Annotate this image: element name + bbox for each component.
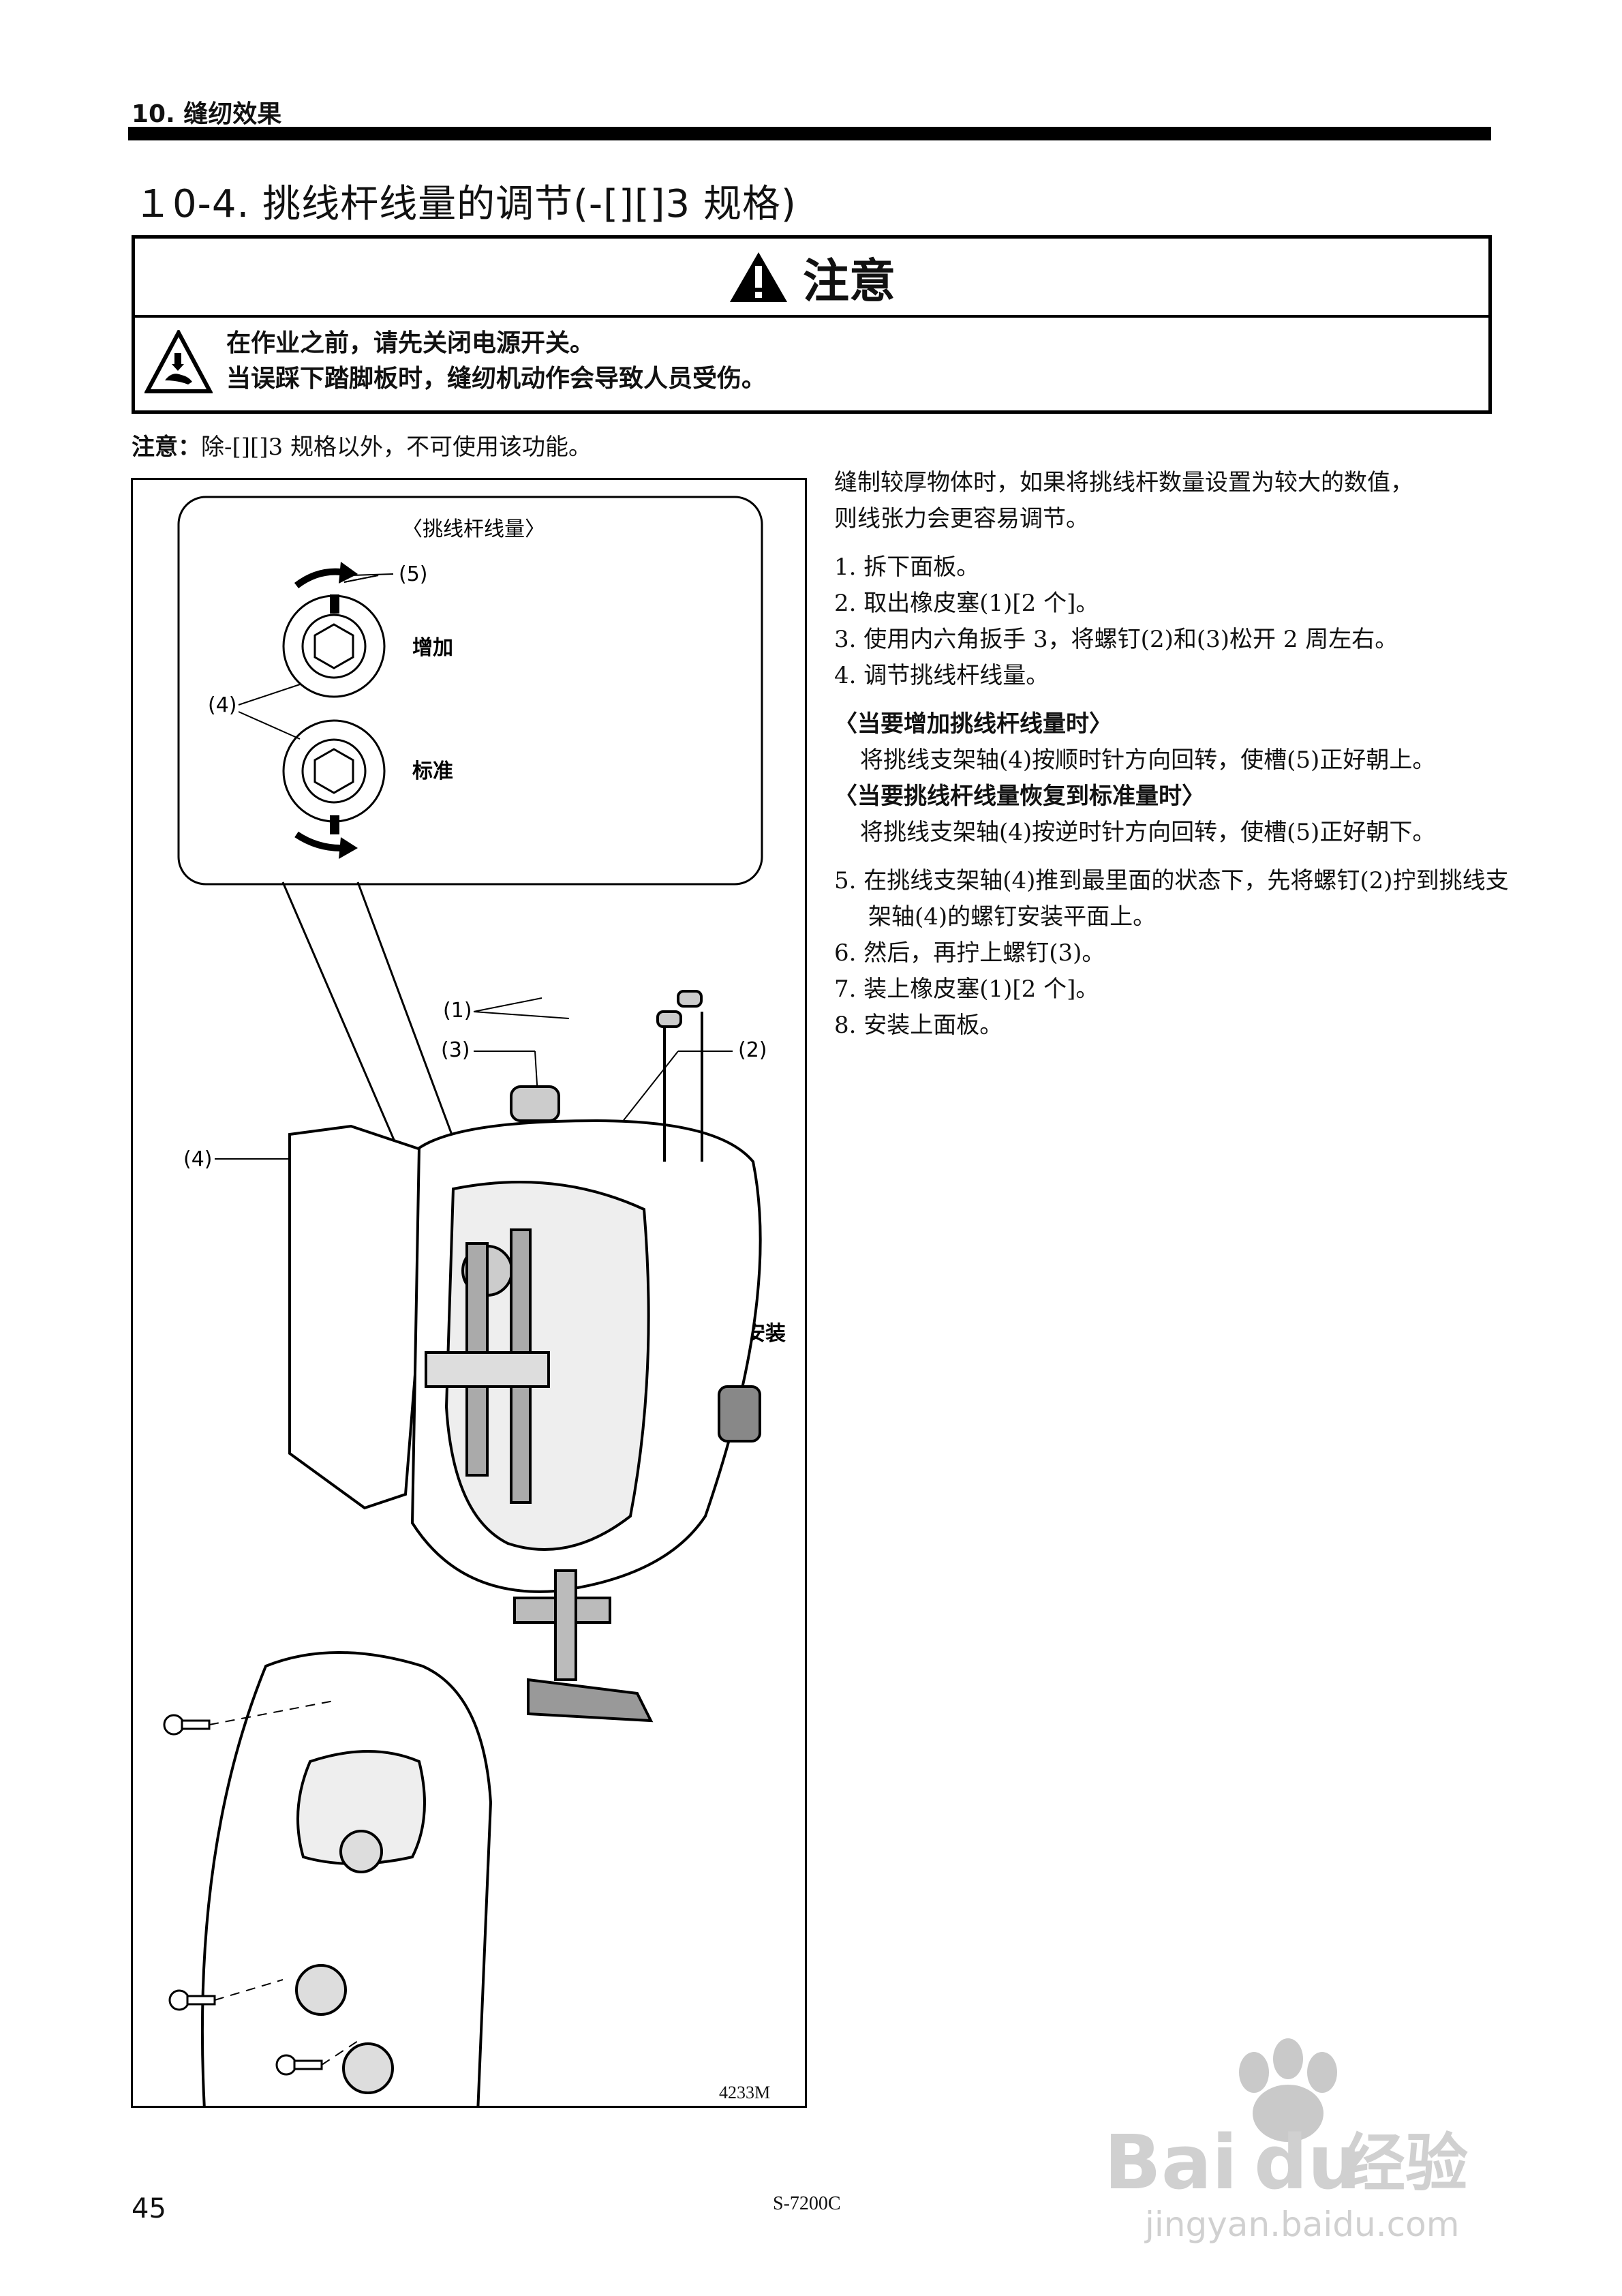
header-rule <box>128 127 1491 140</box>
intro-line-2: 则线张力会更容易调节。 <box>834 505 1089 532</box>
caution-header: 注意 <box>135 239 1488 318</box>
label-2: (2) <box>738 1038 767 1062</box>
note-label: 注意： <box>132 434 201 461</box>
intro-line-1: 缝制较厚物体时，如果将挑线杆数量设置为较大的数值， <box>834 469 1413 496</box>
step-5: 5. 在挑线支架轴(4)推到最里面的状态下，先将螺钉(2)拧到挑线支架轴(4)的… <box>834 867 1509 931</box>
shaft-upper-icon <box>282 594 386 698</box>
step-4: 4. 调节挑线杆线量。 <box>834 662 1050 689</box>
label-5: (5) <box>399 562 428 586</box>
increase-text: 将挑线支架轴(4)按顺时针方向回转，使槽(5)正好朝上。 <box>860 746 1436 774</box>
standard-text: 将挑线支架轴(4)按逆时针方向回转，使槽(5)正好朝下。 <box>860 819 1436 846</box>
caution-text: 在作业之前，请先关闭电源开关。 当误踩下踏脚板时，缝纫机动作会导致人员受伤。 <box>226 326 766 397</box>
counterclockwise-arrow-icon <box>294 831 341 851</box>
page-title: １0-4. 挑线杆线量的调节(-[][]3 规格) <box>134 182 797 226</box>
caution-line-1: 在作业之前，请先关闭电源开关。 <box>226 329 595 357</box>
step-8: 8. 安装上面板。 <box>834 1012 1003 1039</box>
hand-hazard-icon <box>144 330 213 393</box>
instructions: 缝制较厚物体时，如果将挑线杆数量设置为较大的数值， 则线张力会更容易调节。 1.… <box>834 465 1516 1044</box>
label-1: (1) <box>443 999 472 1023</box>
shaft-lower-icon <box>282 719 386 834</box>
machine-head <box>288 990 762 1723</box>
increase-heading: 〈当要增加挑线杆线量时〉 <box>834 710 1112 738</box>
figure-box: 〈挑线杆线量〉 (5) 增加 标准 <box>131 478 807 2234</box>
note-line: 注意：除-[][]3 规格以外，不可使用该功能。 <box>132 428 592 462</box>
step-1: 1. 拆下面板。 <box>834 554 980 581</box>
inset-title: 〈挑线杆线量〉 <box>402 517 545 541</box>
watermark-jingyan: 经验 <box>1343 2127 1468 2200</box>
standard-label: 标准 <box>412 759 453 783</box>
figure-code: 4233M <box>719 2083 771 2102</box>
caution-body: 在作业之前，请先关闭电源开关。 当误踩下踏脚板时，缝纫机动作会导致人员受伤。 <box>135 318 1488 410</box>
baidu-watermark-logo: Bai du 经验 jingyan.baidu.com <box>1104 2038 1468 2244</box>
inset-panel: 〈挑线杆线量〉 (5) 增加 标准 <box>177 496 763 886</box>
watermark-url: jingyan.baidu.com <box>1144 2205 1459 2244</box>
caution-line-2: 当误踩下踏脚板时，缝纫机动作会导致人员受伤。 <box>226 365 767 393</box>
watermark-du: du <box>1254 2119 1361 2206</box>
clockwise-arrow-icon <box>294 568 341 589</box>
standard-heading: 〈当要挑线杆线量恢复到标准量时〉 <box>834 783 1205 810</box>
step-7: 7. 装上橡皮塞(1)[2 个]。 <box>834 976 1099 1003</box>
step-2: 2. 取出橡皮塞(1)[2 个]。 <box>834 590 1099 617</box>
sewing-machine-illustration: 〈挑线杆线量〉 (5) 增加 标准 <box>163 496 786 2234</box>
step-6: 6. 然后，再拧上螺钉(3)。 <box>834 939 1105 967</box>
page-number: 45 <box>132 2193 166 2224</box>
watermark-bai: Bai <box>1104 2119 1238 2206</box>
step-3: 3. 使用内六角扳手 3，将螺钉(2)和(3)松开 2 周左右。 <box>834 626 1398 653</box>
note-text: 除-[][]3 规格以外，不可使用该功能。 <box>201 434 592 461</box>
section-header: 10. 缝纫效果 <box>132 100 282 128</box>
label-4-inset: (4) <box>208 693 237 717</box>
increase-label: 增加 <box>412 636 453 660</box>
caution-box: 注意 在作业之前，请先关闭电源开关。 当误踩下踏脚板时，缝纫机动作会导致人员受伤… <box>132 235 1492 414</box>
caution-title: 注意 <box>802 254 896 309</box>
label-3: (3) <box>441 1038 470 1062</box>
label-4: (4) <box>183 1147 213 1171</box>
face-plate <box>200 1651 493 2234</box>
model-name: S-7200C <box>773 2193 841 2214</box>
warning-triangle-icon <box>729 252 787 302</box>
